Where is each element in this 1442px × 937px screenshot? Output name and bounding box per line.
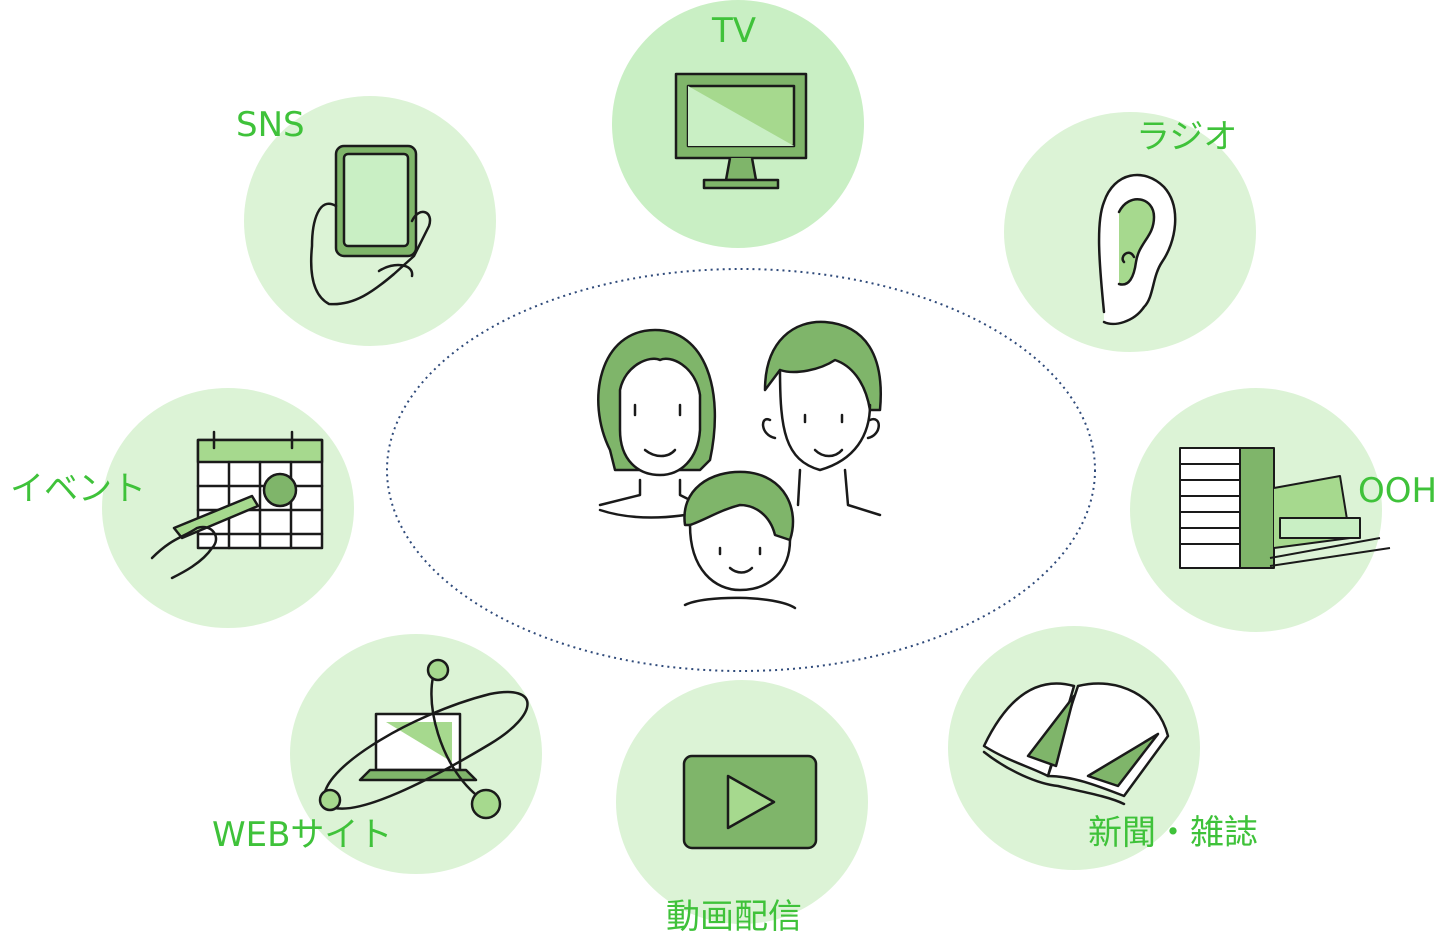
event-circle <box>102 388 354 628</box>
tv-circle <box>612 0 864 248</box>
ooh-label: OOH <box>1358 471 1438 511</box>
smartphone-in-hand-icon <box>309 144 432 306</box>
ear-icon <box>1097 173 1177 326</box>
radio-circle <box>1004 112 1256 352</box>
laptop-orbit-icon <box>318 658 529 820</box>
audience-ellipse <box>386 268 1096 672</box>
tv-monitor-icon <box>674 72 808 190</box>
print-circle <box>948 626 1200 870</box>
play-button-icon <box>682 754 818 850</box>
open-book-icon <box>982 682 1170 806</box>
ooh-circle <box>1130 388 1391 632</box>
calendar-with-pencil-icon <box>150 430 324 580</box>
web-circle <box>290 634 542 874</box>
building-and-train-icon <box>1179 447 1391 569</box>
sns-label: SNS <box>236 105 305 145</box>
video-label: 動画配信 <box>666 897 802 937</box>
event-label: イベント <box>10 469 146 509</box>
family-faces-icon <box>597 320 882 610</box>
web-label: WEBサイト <box>212 815 393 855</box>
video-circle <box>616 680 868 924</box>
sns-circle <box>244 96 496 346</box>
print-label: 新聞・雑誌 <box>1088 813 1258 853</box>
radio-label: ラジオ <box>1136 117 1238 157</box>
tv-label: TV <box>712 11 757 51</box>
